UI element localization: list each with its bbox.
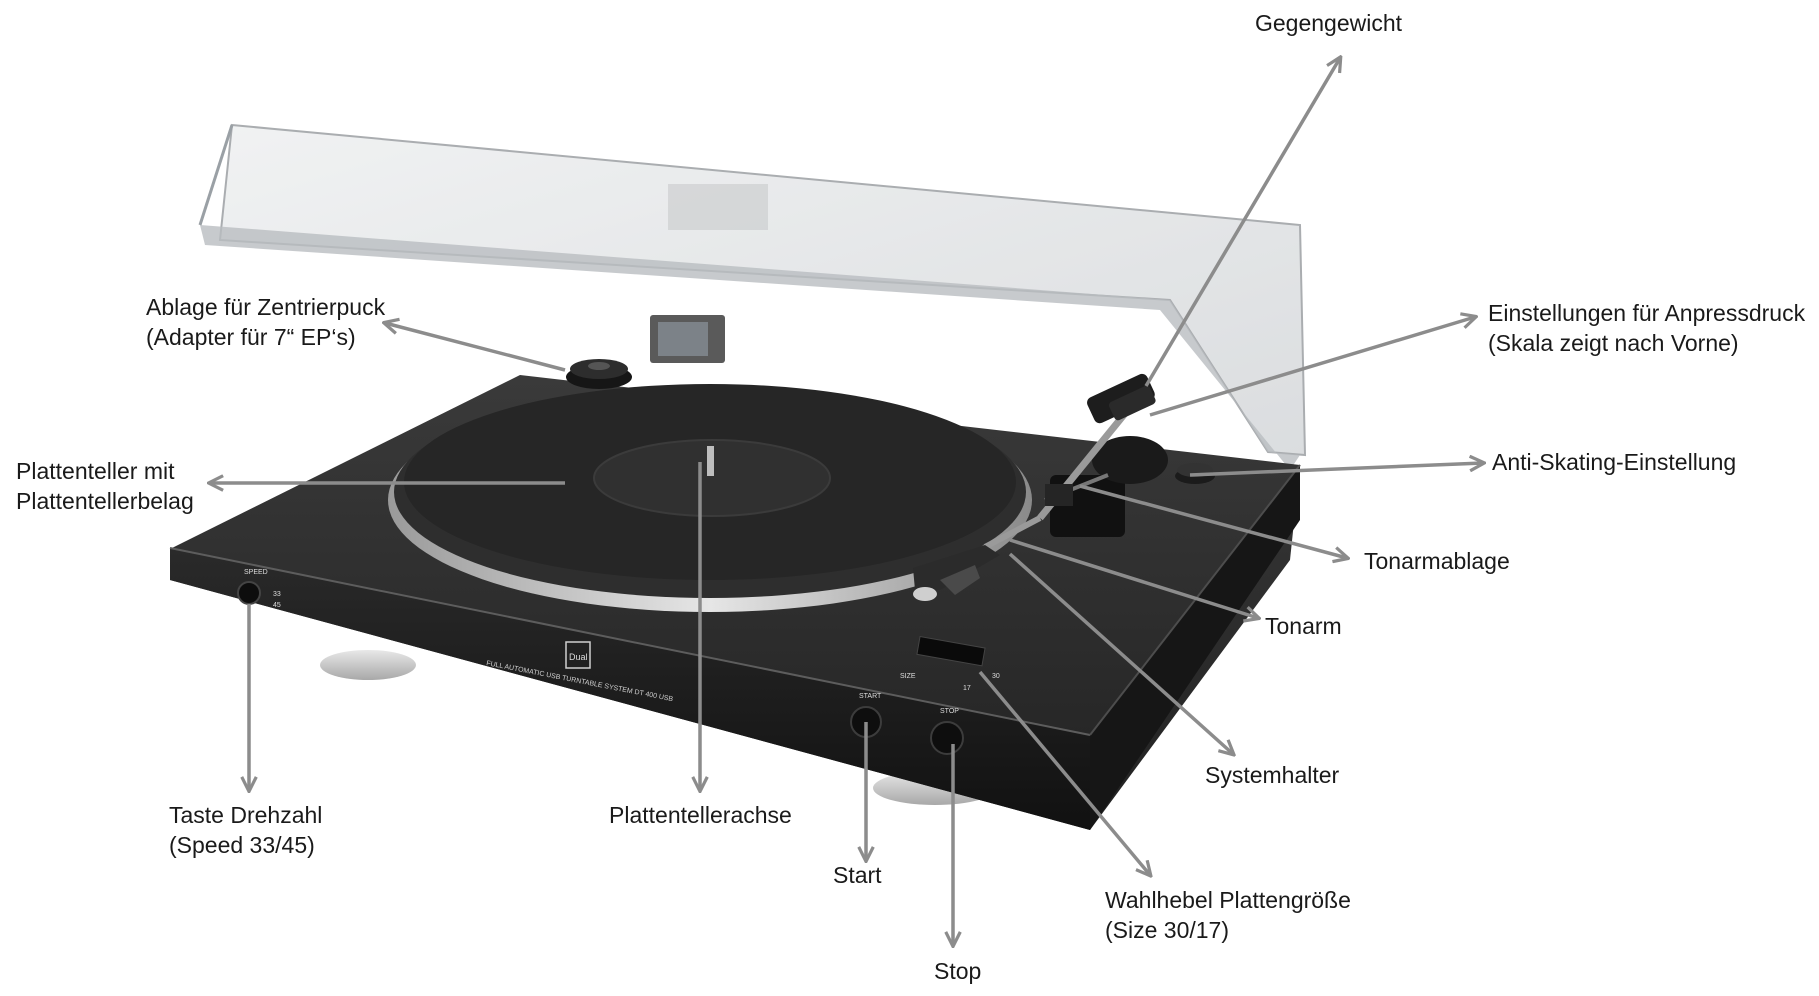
size-17-label: 17 xyxy=(963,685,971,692)
brand-logo xyxy=(565,641,591,669)
stop-button[interactable] xyxy=(930,721,964,755)
size-30-label: 30 xyxy=(992,673,1000,680)
size-label: SIZE xyxy=(900,673,916,680)
callout-arrows xyxy=(210,58,1483,945)
label-gegengewicht: Gegengewicht xyxy=(1255,10,1403,36)
label-plattengroesse: Wahlhebel Plattengröße (Size 30/17) xyxy=(1105,887,1351,943)
speed-label: SPEED xyxy=(244,569,268,576)
arrow-gegengewicht xyxy=(1144,58,1340,387)
start-label: START xyxy=(859,693,882,700)
stop-label: STOP xyxy=(940,708,959,715)
puck-holder xyxy=(566,359,632,389)
label-plattenteller: Plattenteller mit Plattentellerbelag xyxy=(16,458,194,514)
arrow-antiskating xyxy=(1189,463,1483,477)
label-start: Start xyxy=(833,862,882,888)
label-tonarmablage: Tonarmablage xyxy=(1364,548,1510,574)
size-selector[interactable] xyxy=(916,636,986,667)
label-antiskating: Anti-Skating-Einstellung xyxy=(1492,449,1737,475)
speed-45-label: 45 xyxy=(273,602,281,609)
arrow-tonarmablage xyxy=(1079,484,1347,558)
dust-cover xyxy=(198,123,1307,470)
brand-text: Dual xyxy=(569,652,588,662)
label-anpressdruck: Einstellungen für Anpressdruck (Skala ze… xyxy=(1488,300,1806,356)
label-zentrierpuck: Ablage für Zentrierpuck (Adapter für 7“ … xyxy=(146,294,386,350)
arrow-anpressdruck xyxy=(1149,317,1475,417)
spindle xyxy=(707,446,714,476)
arrow-zentrierpuck xyxy=(385,323,566,372)
label-stop: Stop xyxy=(934,958,982,984)
speed-33-label: 33 xyxy=(273,591,281,598)
speed-button[interactable] xyxy=(237,581,261,605)
arrow-tonarm xyxy=(1009,538,1258,618)
arrow-systemhalter xyxy=(1008,552,1233,754)
platter xyxy=(388,384,1032,612)
label-tonarm: Tonarm xyxy=(1265,613,1342,639)
label-systemhalter: Systemhalter xyxy=(1205,762,1340,788)
label-achse: Plattentellerachse xyxy=(609,802,792,828)
label-drehzahl: Taste Drehzahl (Speed 33/45) xyxy=(169,802,323,858)
arrow-plattengroesse xyxy=(978,670,1150,875)
headshell xyxy=(913,545,1000,590)
